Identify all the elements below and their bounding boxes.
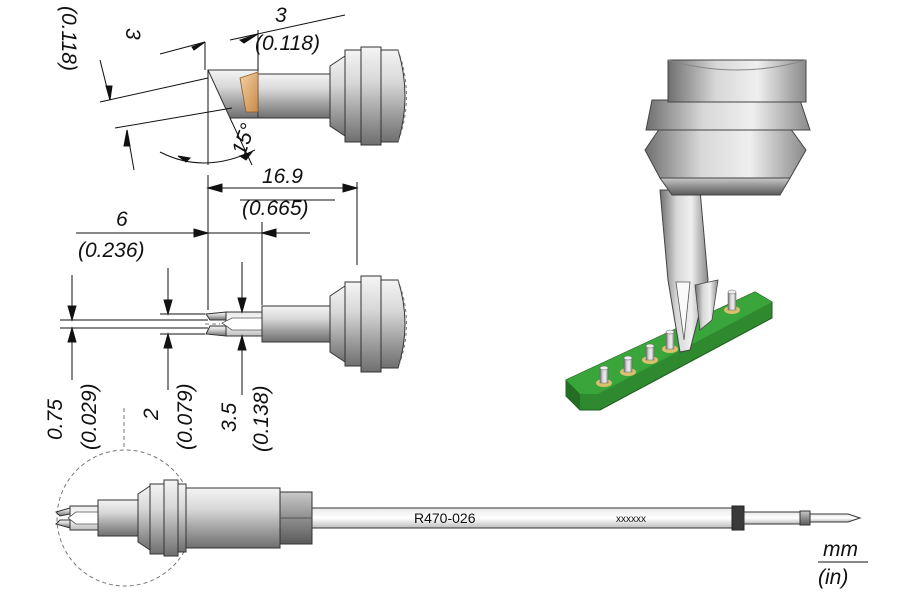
slot-depth-dimension [76,222,310,305]
unit-primary: mm [823,538,858,561]
dim-slot-width-in: (0.029) [78,383,101,450]
cartridge-3d-illustration [565,59,811,411]
dim-tip-diameter-mm: 3.5 [218,402,241,432]
pcb-pins [596,289,740,387]
unit-secondary: (in) [818,566,848,589]
length-dimension [206,175,359,310]
cartridge-code-label: xxxxxx [616,514,646,525]
tip-side-view [207,46,407,146]
dim-slot-depth-mm: 6 [116,208,128,231]
dim-bevel-angle: 15° [228,121,260,159]
dim-tip-diameter-in: (0.138) [250,385,273,452]
dim-slot-depth-in: (0.236) [78,239,145,262]
dim-jaw-gap-in: (0.079) [174,383,197,450]
slot-width-dimension [60,262,247,395]
full-cartridge-view [55,408,862,587]
dim-jaw-gap-mm: 2 [140,408,163,421]
dim-length-in: (0.665) [242,197,309,220]
slotted-tip-view [205,275,407,373]
dim-tip-width-in: (0.118) [255,32,320,55]
dim-length-mm: 16.9 [262,165,303,188]
dim-tip-width-mm: 3 [275,4,287,27]
dim-tip-height-mm: 3 [121,28,144,40]
units-legend: mm (in) [818,538,868,589]
dim-tip-height-in: (0.118) [57,6,80,71]
dim-slot-width-mm: 0.75 [44,399,67,440]
top-dimension-lines [99,14,346,171]
cartridge-model-label: R470-026 [414,510,476,526]
